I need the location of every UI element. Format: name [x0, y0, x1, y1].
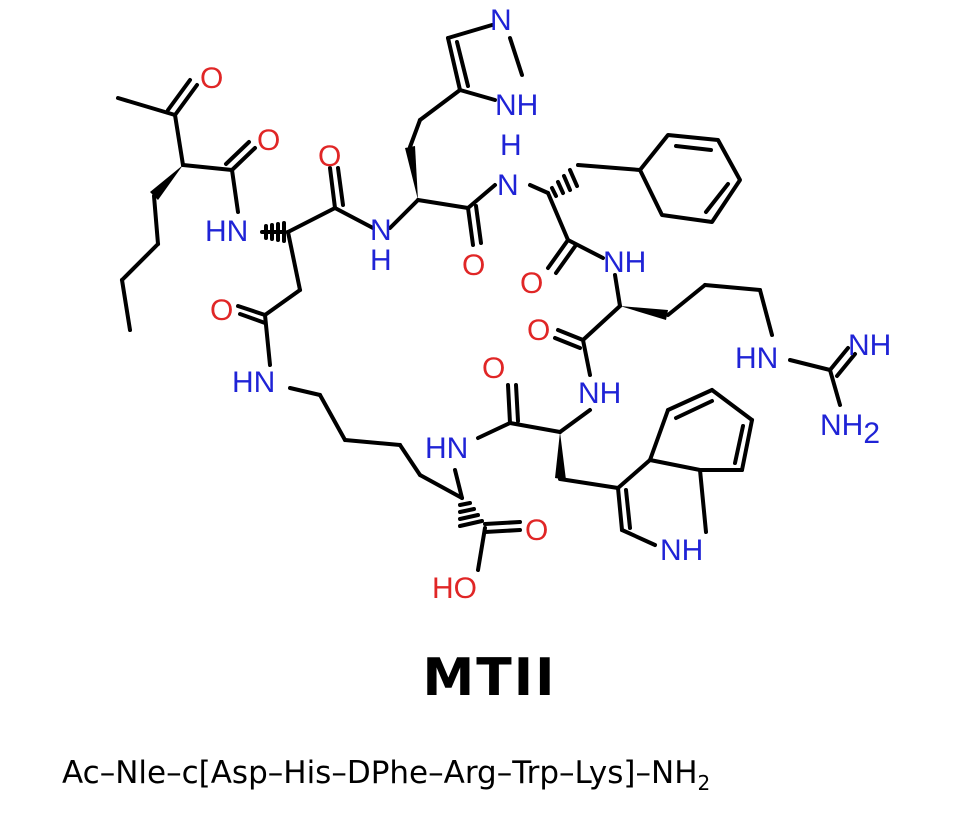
sequence-subscript: 2	[697, 771, 711, 796]
nh-trp-label: NH	[578, 377, 621, 410]
nh-imidazole-label: NH	[495, 89, 538, 122]
oxygen-his-label: O	[462, 249, 485, 282]
compound-title: MTII	[422, 648, 557, 708]
sequence-main: Ac–Nle–c[Asp–His–DPhe–Arg–Trp–Lys]–NH	[62, 755, 698, 791]
nh2-guanidine-label: NH2	[820, 409, 880, 450]
hydrogen-his-label: H	[370, 244, 392, 277]
tryptophan-residue	[476, 383, 754, 547]
nh-indole-label: NH	[660, 534, 703, 567]
mtii-structure-diagram: O O HN O N H N NH H N O O NH O HN NH NH2…	[116, 4, 891, 605]
oxygen-nle-label: O	[257, 124, 280, 157]
hn-lys-side-label: HN	[232, 366, 275, 399]
hydrogen-dphe-label: H	[500, 129, 522, 162]
nitrogen-imidazole-label: N	[490, 4, 512, 37]
nitrogen-his-label: N	[370, 214, 392, 247]
oxygen-trp-label: O	[482, 352, 505, 385]
nh-nle-label: HN	[205, 215, 248, 248]
histidine-residue	[388, 23, 524, 247]
oxygen-acetyl-label: O	[200, 62, 223, 95]
hn-guanidine-label: HN	[735, 342, 778, 375]
arginine-residue	[553, 273, 857, 407]
nh-arg-label: NH	[603, 246, 646, 279]
hn-lys-label: HN	[425, 432, 468, 465]
ho-acid-label: HO	[432, 572, 477, 605]
oxygen-asp-main-label: O	[318, 140, 341, 173]
norleucine-residue	[120, 140, 257, 332]
dphenylalanine-residue	[528, 133, 742, 275]
nitrogen-dphe-label: N	[497, 169, 519, 202]
lysine-residue	[288, 386, 522, 572]
oxygen-dphe-label: O	[520, 267, 543, 300]
peptide-sequence: Ac–Nle–c[Asp–His–DPhe–Arg–Trp–Lys]–NH2	[62, 755, 710, 795]
aspartate-residue	[236, 166, 375, 367]
oxygen-acid-label: O	[525, 514, 548, 547]
oxygen-asp-side-label: O	[210, 294, 233, 327]
oxygen-arg-label: O	[527, 314, 550, 347]
nh-guanidine-label: NH	[848, 329, 891, 362]
acetyl-group	[116, 78, 199, 167]
